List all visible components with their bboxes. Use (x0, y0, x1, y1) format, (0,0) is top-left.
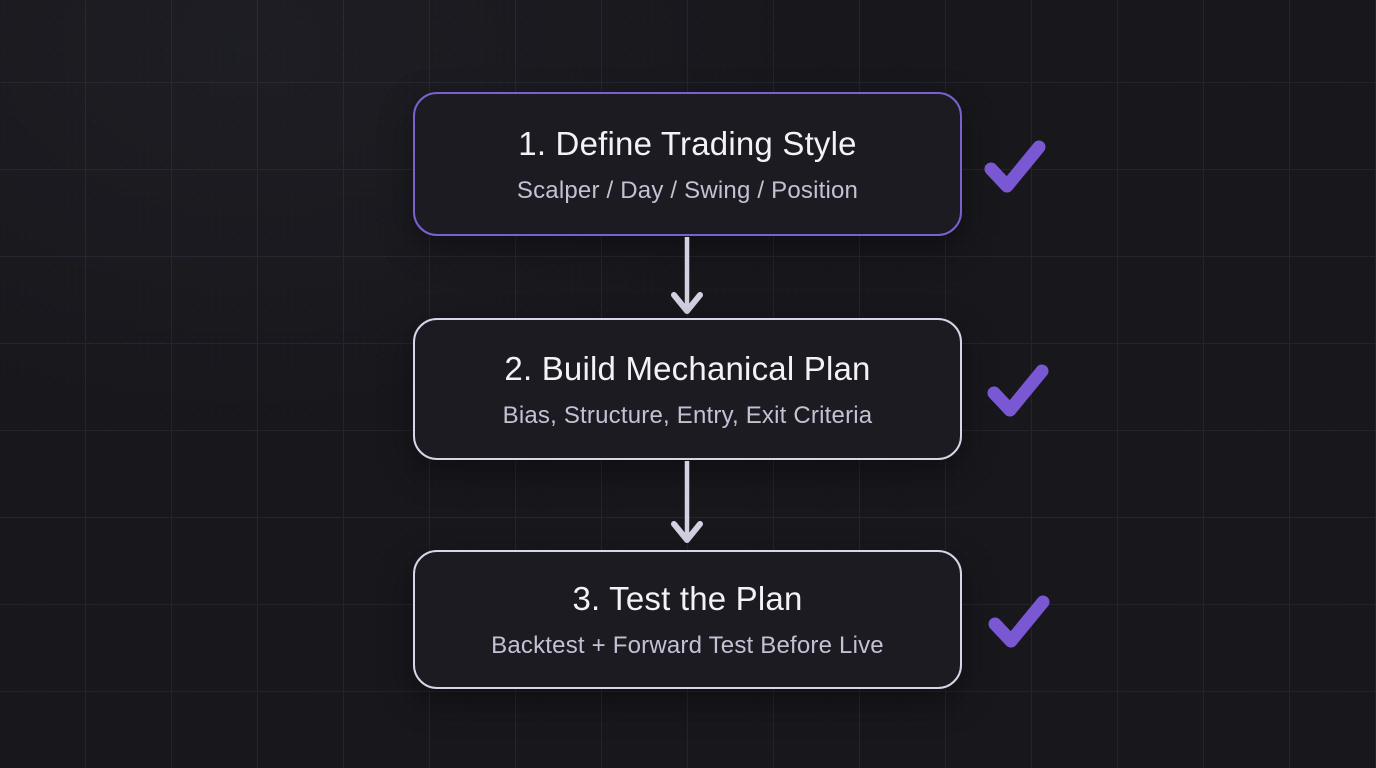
step-subtitle: Bias, Structure, Entry, Exit Criteria (502, 401, 873, 429)
arrow-down-icon (671, 237, 703, 314)
step-title: 3. Test the Plan (572, 580, 803, 617)
arrow-down-icon (671, 461, 703, 543)
step-box-build-mechanical-plan: 2. Build Mechanical Plan Bias, Structure… (413, 318, 962, 460)
checkmark-icon (987, 364, 1049, 417)
step-title: 1. Define Trading Style (518, 124, 857, 162)
step-title: 2. Build Mechanical Plan (504, 349, 871, 387)
step-box-test-the-plan: 3. Test the Plan Backtest + Forward Test… (413, 550, 962, 689)
step-subtitle: Backtest + Forward Test Before Live (491, 632, 884, 659)
checkmark-icon (988, 595, 1050, 648)
step-box-define-trading-style: 1. Define Trading Style Scalper / Day / … (413, 92, 962, 236)
step-subtitle: Scalper / Day / Swing / Position (516, 176, 859, 204)
checkmark-icon (984, 140, 1046, 193)
